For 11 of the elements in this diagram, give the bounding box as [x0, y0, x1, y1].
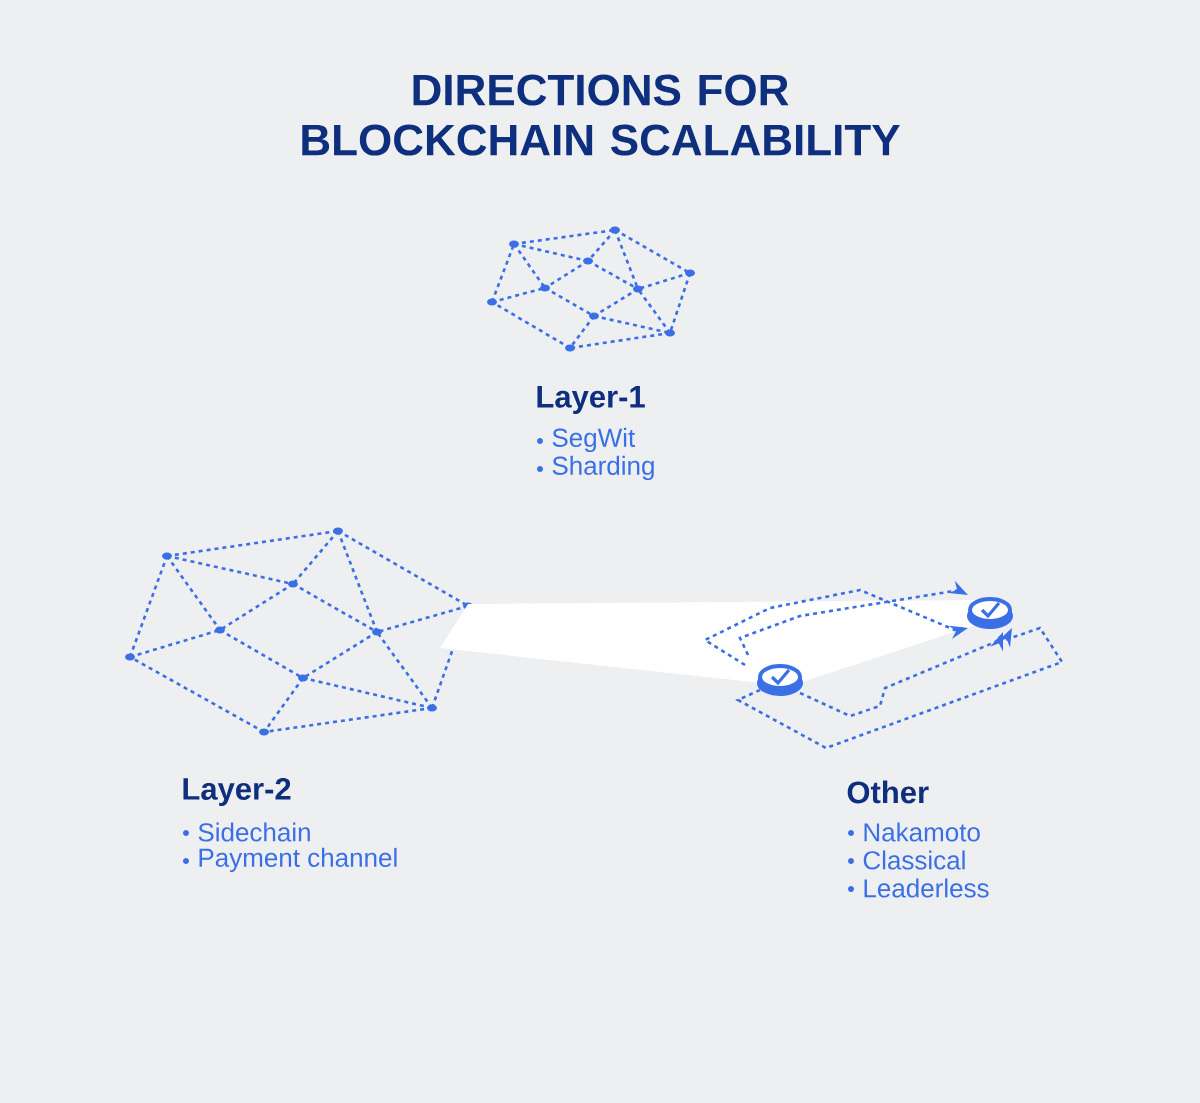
list-item: Leaderless	[864, 878, 989, 898]
heading: Layer-2	[183, 777, 291, 807]
title: DIRECTIONS FOR BLOCKCHAIN SCALABILITY	[302, 74, 900, 156]
list-item: Classical	[863, 850, 965, 870]
list-item: SegWit	[552, 427, 635, 453]
heading: Layer-1	[537, 386, 645, 414]
list-item: Sharding	[552, 455, 654, 481]
list-item: Sidechain	[198, 822, 310, 842]
list-item: Nakamoto	[864, 822, 980, 842]
list-item: Payment channel	[199, 847, 397, 873]
heading: Other	[847, 780, 929, 804]
